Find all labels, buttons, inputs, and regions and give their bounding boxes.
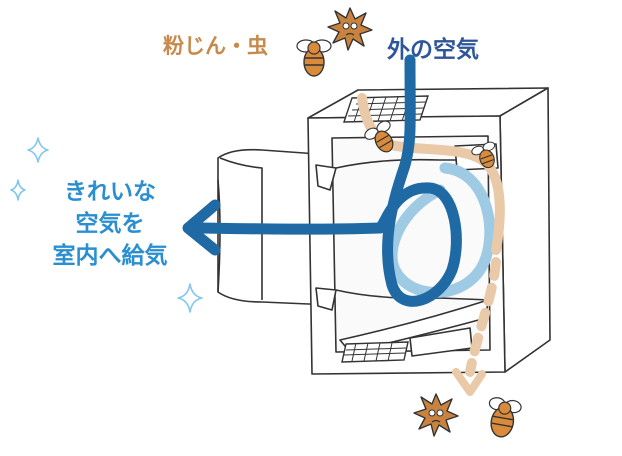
outside-air-path	[374, 54, 462, 307]
dust-insects-label: 粉じん・虫	[163, 34, 268, 58]
dust-particle-icon	[413, 393, 459, 437]
dust-particle-icon	[327, 7, 373, 51]
sparkle-icon	[10, 137, 203, 313]
dust-exit-arrow-icon	[452, 368, 486, 396]
clean-air-line-3: 室内へ給気	[52, 243, 168, 269]
clean-air-arrow	[194, 222, 386, 235]
filter-grid-bottom	[341, 341, 409, 363]
bee-icon	[488, 397, 522, 438]
clean-air-line-1: きれいな	[64, 179, 156, 205]
clean-air-arrow-head-icon	[182, 199, 221, 256]
bee-icon	[296, 39, 332, 77]
clean-air-line-2: 空気を	[75, 211, 145, 237]
filter-box	[307, 87, 551, 375]
outside-air-label: 外の空気	[387, 37, 479, 63]
filter-airflow-light	[386, 162, 496, 298]
bee-icon	[471, 141, 496, 169]
clean-air-label: きれいな 空気を 室内へ給気	[40, 176, 180, 272]
bee-icon	[364, 120, 394, 153]
dust-path-dashed	[465, 257, 501, 377]
